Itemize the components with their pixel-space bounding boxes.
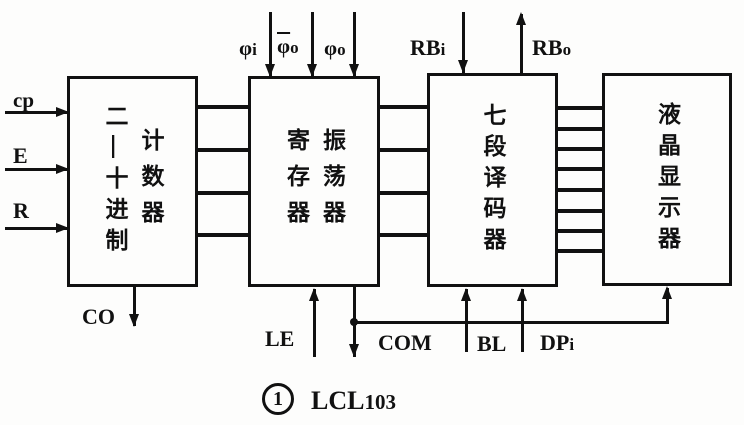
wire-bl [465, 289, 468, 352]
bus-line [557, 188, 603, 192]
bus-line [197, 105, 249, 109]
decade-counter-label-col2: 计数器 [138, 127, 164, 236]
bus-line [557, 127, 603, 131]
com-label: COM [378, 330, 432, 355]
phi-i-label: φi [239, 36, 257, 60]
arrowhead-dpi [517, 288, 527, 301]
arrowhead-co [129, 314, 139, 327]
dpi-label: DPi [540, 330, 575, 355]
bus-line [379, 233, 428, 237]
wire-com-horizontal [353, 321, 669, 324]
bus-line [197, 233, 249, 237]
phi-o-bar-label: φo [277, 34, 299, 58]
bus-line [197, 148, 249, 152]
arrowhead-r [56, 223, 69, 233]
e-label: E [13, 143, 28, 168]
cp-label: cp [13, 88, 34, 112]
caption-label: LCL103 [311, 386, 396, 415]
rbo-label: RBo [532, 35, 572, 60]
register-label: 寄存器 [283, 127, 310, 236]
bus-line [557, 249, 603, 253]
wire-r [5, 227, 68, 230]
bus-line [557, 106, 603, 110]
oscillator-label: 振荡器 [319, 127, 346, 236]
seven-segment-decoder-label: 七段译码器 [480, 102, 506, 258]
arrowhead-com-to-display [662, 286, 672, 299]
wire-cp [5, 111, 68, 114]
caption-index: 1 [273, 387, 283, 410]
wire-dpi [521, 289, 524, 352]
rbi-label: RBi [410, 35, 446, 60]
wire-e [5, 168, 68, 171]
block-register-oscillator: 寄存器 振荡器 [248, 76, 380, 287]
arrowhead-com [349, 344, 359, 357]
phi-o-label: φo [324, 36, 346, 60]
arrowhead-phi-i [265, 64, 275, 77]
wire-com-to-display [666, 288, 669, 324]
caption-index-circle: 1 [262, 383, 294, 415]
wire-rbi [462, 12, 465, 73]
arrowhead-phi-o [349, 64, 359, 77]
junction-dot-com [350, 318, 358, 326]
bus-line [197, 191, 249, 195]
arrowhead-rbo [516, 12, 526, 25]
wire-phi-o-bar [311, 12, 314, 77]
bus-line [379, 191, 428, 195]
le-label: LE [265, 326, 295, 351]
wire-phi-o [353, 12, 356, 77]
arrowhead-bl [461, 288, 471, 301]
block-decade-counter: 二—十进制 计数器 [67, 76, 198, 287]
arrowhead-phi-o-bar [307, 64, 317, 77]
arrowhead-cp [56, 107, 69, 117]
block-lcd-display: 液晶显示器 [602, 73, 732, 286]
bus-line [379, 148, 428, 152]
wire-le [313, 289, 316, 357]
bus-line [557, 209, 603, 213]
lcd-display-label: 液晶显示器 [654, 102, 681, 257]
wire-co [133, 287, 136, 326]
co-label: CO [82, 304, 115, 329]
block-seven-segment-decoder: 七段译码器 [427, 73, 558, 287]
bus-line [557, 167, 603, 171]
arrowhead-rbi [458, 60, 468, 73]
r-label: R [13, 198, 29, 223]
arrowhead-e [56, 164, 69, 174]
decade-counter-label-col1: 二—十进制 [102, 104, 128, 259]
bl-label: BL [477, 331, 507, 356]
wire-rbo [520, 14, 523, 73]
bus-line [557, 229, 603, 233]
bus-line [557, 147, 603, 151]
arrowhead-le [309, 288, 319, 301]
bus-line [379, 105, 428, 109]
wire-phi-i [269, 12, 272, 77]
